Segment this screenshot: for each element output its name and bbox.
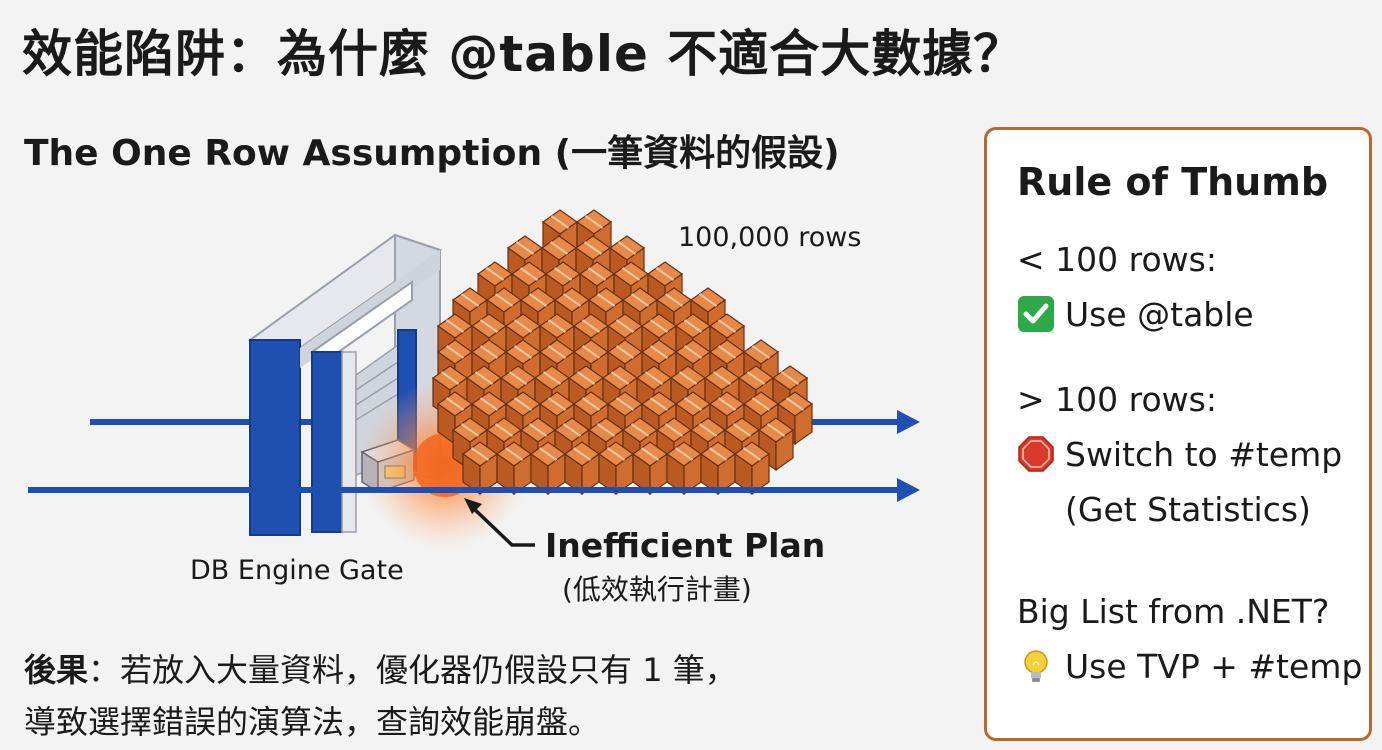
- data-box: [563, 441, 601, 496]
- data-box: [689, 287, 727, 342]
- gate-illustration: [28, 209, 920, 550]
- large-data-note: (Get Statistics): [1065, 490, 1311, 529]
- consequence-heading: 後果: [24, 651, 89, 689]
- section-subtitle: The One Row Assumption (一筆資料的假設): [24, 133, 840, 174]
- data-box: [461, 441, 499, 496]
- page-title: 效能陷阱：為什麼 @table 不適合大數據？: [22, 25, 1025, 83]
- small-data-action-text: Use @table: [1065, 295, 1254, 334]
- inefficient-plan-sublabel: (低效執行計畫): [562, 573, 752, 606]
- stop-sign-icon: [1018, 435, 1054, 472]
- large-data-condition: > 100 rows:: [1017, 380, 1217, 419]
- net-action: Use TVP + #temp: [1017, 647, 1362, 688]
- check-mark-icon: [1018, 295, 1054, 332]
- small-data-condition: < 100 rows:: [1017, 240, 1217, 279]
- data-box: [529, 441, 567, 496]
- data-box: [699, 441, 737, 496]
- data-box-pile: [431, 209, 814, 496]
- bottom-flow-arrow: [28, 478, 920, 502]
- rows-count-label: 100,000 rows: [678, 222, 862, 253]
- data-box: [733, 441, 771, 496]
- consequence-line-1-text: ：若放入大量資料，優化器仍假設只有 1 筆，: [88, 651, 737, 689]
- consequence-line-2: 導致選擇錯誤的演算法，查詢效能崩盤。: [24, 703, 601, 741]
- net-action-text: Use TVP + #temp: [1065, 647, 1363, 686]
- plan-callout-arrow: [464, 498, 535, 547]
- consequence-line-1: 後果：若放入大量資料，優化器仍假設只有 1 筆，: [24, 644, 737, 696]
- data-box: [597, 441, 635, 496]
- inefficient-plan-label: Inefficient Plan: [545, 526, 826, 565]
- large-data-action: Switch to #temp: [1017, 435, 1342, 476]
- data-box: [495, 441, 533, 496]
- data-box: [631, 441, 669, 496]
- large-data-action-text: Switch to #temp: [1065, 435, 1343, 474]
- net-question: Big List from .NET?: [1017, 592, 1330, 631]
- small-data-action: Use @table: [1017, 295, 1254, 336]
- rule-title: Rule of Thumb: [1017, 160, 1329, 204]
- consequence-text: 後果：若放入大量資料，優化器仍假設只有 1 筆， 導致選擇錯誤的演算法，查詢效能…: [24, 644, 737, 748]
- lightbulb-icon: [1024, 649, 1048, 682]
- data-box: [665, 441, 703, 496]
- gate-label: DB Engine Gate: [190, 555, 404, 586]
- rule-of-thumb-panel: Rule of Thumb < 100 rows: Use @table > 1…: [984, 127, 1372, 741]
